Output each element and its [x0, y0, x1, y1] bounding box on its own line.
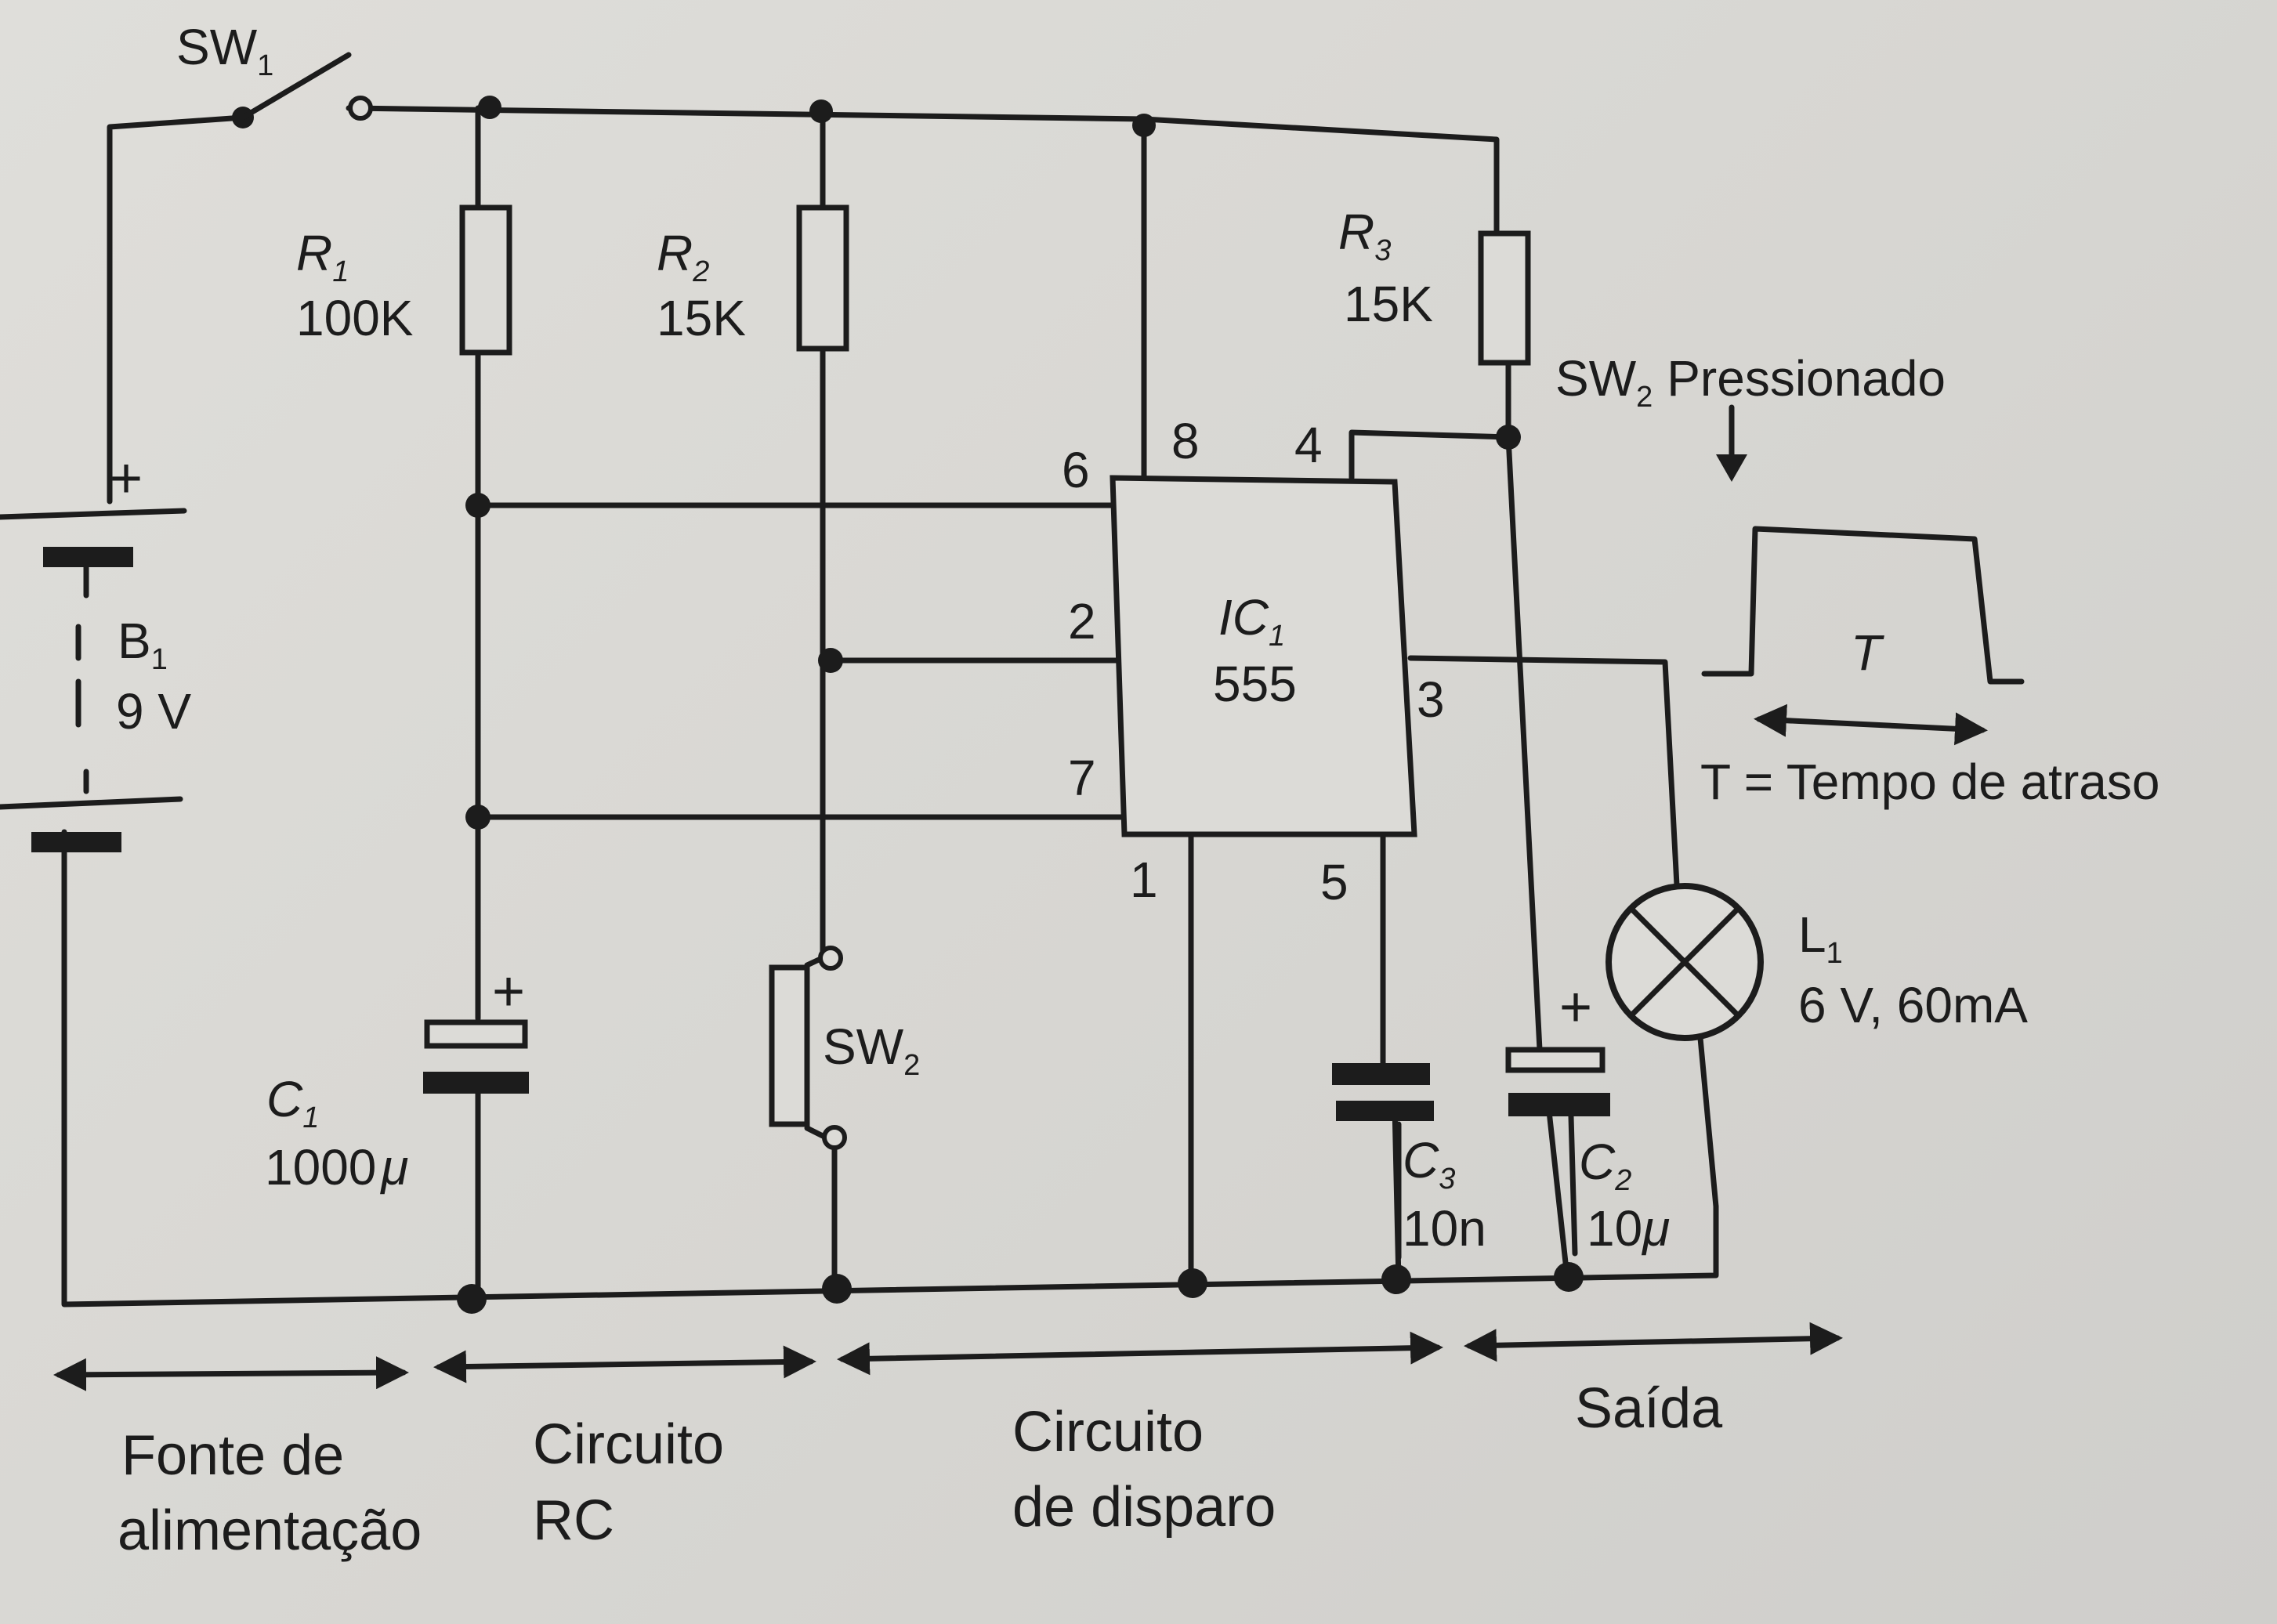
sw2-pushbutton: SW2 — [769, 946, 920, 1150]
section-rc-line1: Circuito — [533, 1413, 724, 1476]
r1-name: R1 — [296, 225, 349, 288]
section-arrows — [53, 1322, 1843, 1391]
b1-value: 9 V — [116, 683, 191, 740]
waveform-legend: T = Tempo de atraso — [1700, 754, 2159, 810]
sw1-switch: SW1 — [176, 19, 373, 128]
section-power-line2: alimentação — [118, 1499, 422, 1562]
ic1-name: IC1 — [1218, 589, 1285, 653]
pin-1-label: 1 — [1130, 852, 1158, 908]
r2-resistor — [796, 204, 849, 352]
pin-7-label: 7 — [1068, 750, 1096, 806]
c3-value: 10n — [1403, 1200, 1486, 1257]
r3-value: 15K — [1344, 276, 1433, 332]
c1-value: 1000μ — [265, 1139, 408, 1195]
r3-name: R3 — [1338, 204, 1391, 267]
r1-resistor — [459, 204, 512, 356]
c1-plus: + — [492, 960, 525, 1023]
c2-value: 10μ — [1587, 1200, 1670, 1257]
b1-battery: + B1 9 V — [0, 447, 191, 852]
l1-value: 6 V, 60mA — [1798, 977, 2028, 1033]
r2-value: 15K — [657, 290, 746, 346]
c2-capacitor: + C2 10μ — [1505, 976, 1670, 1257]
sw2-label: SW2 — [823, 1018, 920, 1082]
junction-dots — [457, 96, 1584, 1314]
r3-resistor — [1478, 230, 1531, 366]
b1-name: B1 — [118, 613, 168, 676]
section-power-line1: Fonte de — [121, 1424, 344, 1487]
pin-4-label: 4 — [1294, 417, 1323, 473]
c3-name: C3 — [1403, 1132, 1455, 1195]
l1-name: L1 — [1798, 906, 1843, 970]
ic1-part: 555 — [1213, 656, 1297, 712]
section-output-line1: Saída — [1575, 1377, 1723, 1440]
section-rc-line2: RC — [533, 1489, 614, 1552]
pin-5-label: 5 — [1320, 854, 1348, 910]
ic1-555-timer: IC1 555 — [1110, 475, 1417, 837]
pin-2-label: 2 — [1068, 593, 1096, 649]
l1-lamp: L1 6 V, 60mA — [1605, 883, 2028, 1041]
b1-plus: + — [110, 447, 143, 510]
c1-name: C1 — [266, 1071, 319, 1134]
pin-3-label: 3 — [1417, 671, 1445, 728]
c1-capacitor: + C1 1000μ — [265, 960, 529, 1195]
c2-plus: + — [1559, 976, 1592, 1039]
pin-8-label: 8 — [1171, 413, 1200, 469]
pin-6-label: 6 — [1062, 442, 1090, 498]
r2-name: R2 — [657, 225, 709, 288]
c2-name: C2 — [1579, 1134, 1631, 1197]
pulse-label: T — [1851, 624, 1884, 681]
section-trigger-line2: de disparo — [1012, 1476, 1276, 1539]
wires — [61, 105, 1719, 1308]
sw1-label: SW1 — [176, 19, 273, 82]
r1-value: 100K — [296, 290, 413, 346]
section-trigger-line1: Circuito — [1012, 1401, 1204, 1463]
c3-capacitor: C3 10n — [1332, 1063, 1486, 1260]
